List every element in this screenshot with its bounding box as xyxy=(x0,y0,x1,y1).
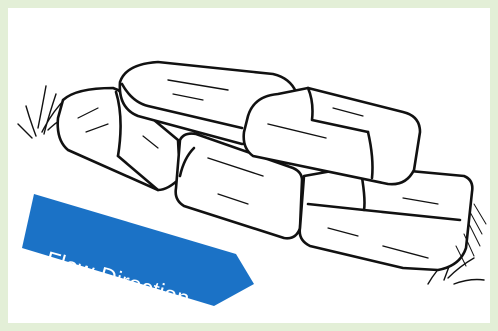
diagram-panel: Flow Direction xyxy=(8,8,490,323)
